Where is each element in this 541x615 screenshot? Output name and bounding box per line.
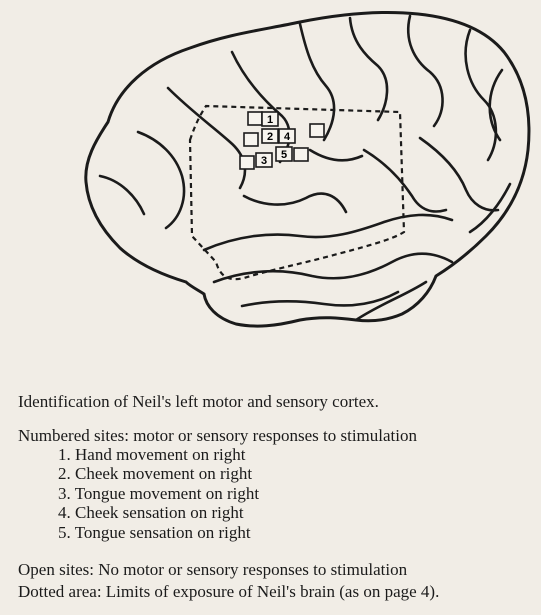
parietal-sulcus-1 xyxy=(362,148,448,213)
open-site xyxy=(239,155,255,170)
response-list: 1. Hand movement on right 2. Cheek movem… xyxy=(58,445,259,542)
occipital-sulcus xyxy=(468,182,512,234)
list-item: 2. Cheek movement on right xyxy=(58,464,253,484)
parietal-sulcus-2 xyxy=(418,136,500,212)
sulcus-3 xyxy=(298,22,336,142)
cerebellum-edge xyxy=(354,280,428,322)
list-item: 1. Hand movement on right xyxy=(58,445,246,464)
gyrus-line-1 xyxy=(242,192,348,214)
list-item: 4. Cheek sensation on right xyxy=(58,503,244,523)
sulcus-9 xyxy=(98,174,146,216)
site-label: 5 xyxy=(281,149,287,161)
sulcus-7 xyxy=(488,68,504,142)
exposure-boundary xyxy=(188,104,406,281)
list-item: 3. Tongue movement on right xyxy=(58,483,260,503)
sulcus-1 xyxy=(166,86,247,190)
gyrus-line-2 xyxy=(308,148,364,162)
sulcus-8 xyxy=(136,130,186,230)
sulcus-5 xyxy=(406,14,444,128)
brain-diagram: 1 2 4 3 5 xyxy=(84,10,531,328)
dotted-area-note: Dotted area: Limits of exposure of Neil'… xyxy=(18,582,440,601)
open-sites-note: Open sites: No motor or sensory response… xyxy=(18,560,408,579)
site-label: 2 xyxy=(267,131,273,143)
brain-outline xyxy=(84,10,531,328)
open-site xyxy=(293,147,309,162)
temporal-sulcus-1 xyxy=(212,252,454,284)
sulcus-4 xyxy=(348,16,389,122)
numbered-sites: 1 2 4 3 5 xyxy=(255,111,296,168)
open-site xyxy=(309,123,325,138)
open-site xyxy=(247,111,263,126)
site-label: 1 xyxy=(267,114,273,126)
list-item: 5. Tongue sensation on right xyxy=(58,522,251,542)
sulcus-6 xyxy=(464,28,498,162)
site-label: 4 xyxy=(284,131,291,143)
open-site xyxy=(243,132,259,147)
temporal-sulcus-2 xyxy=(240,290,400,308)
site-label: 3 xyxy=(261,155,267,167)
lateral-fissure xyxy=(202,213,454,252)
numbered-sites-heading: Numbered sites: motor or sensory respons… xyxy=(18,426,417,445)
figure-caption-title: Identification of Neil's left motor and … xyxy=(18,392,379,411)
